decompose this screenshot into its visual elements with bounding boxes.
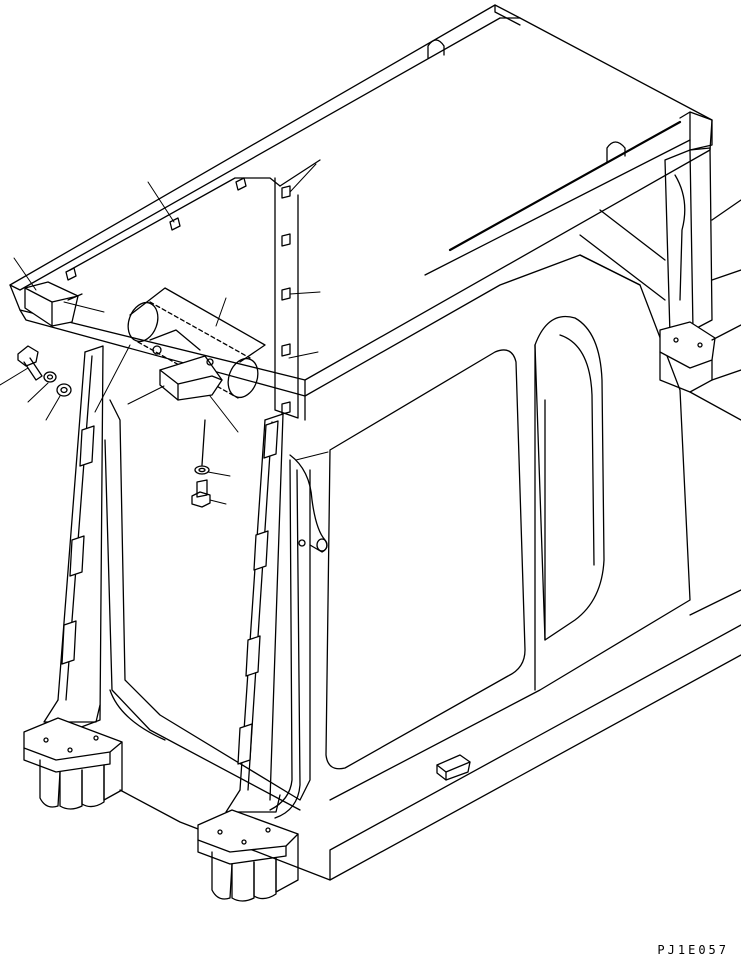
rear-pillar	[579, 147, 741, 421]
roof-assembly	[9, 4, 713, 397]
lift-hook-rear	[427, 39, 445, 59]
duct-body	[129, 287, 266, 363]
corner-block	[689, 111, 713, 151]
rear-panel	[274, 177, 299, 419]
front-left-pillar	[23, 345, 123, 810]
roof-stiffener	[448, 120, 682, 252]
drawing-code-label: PJ1E057	[657, 943, 729, 957]
bolt-shank	[23, 357, 43, 381]
duct-bolt-hole	[152, 345, 162, 355]
rear-panel-strip	[274, 177, 299, 419]
cab-side-outline	[304, 254, 691, 801]
lift-hook-front	[606, 141, 626, 163]
door-panel	[534, 316, 605, 641]
roof-rear-lip	[9, 17, 501, 291]
roof-seam	[69, 177, 281, 271]
front-right-post	[264, 413, 284, 801]
plain-washer	[56, 383, 72, 397]
front-left-damper-1	[39, 759, 61, 808]
roof-clip-3	[65, 267, 77, 281]
roof-outline	[9, 4, 713, 381]
duct-bracket	[159, 355, 223, 401]
washer-lower	[194, 465, 210, 475]
floor-edge	[119, 654, 741, 881]
wire-harness	[289, 454, 328, 553]
front-right-pillar	[197, 413, 299, 902]
bolt-lower-head	[191, 491, 211, 508]
hardware	[17, 345, 211, 508]
front-frame	[109, 399, 311, 801]
side-window	[325, 349, 526, 770]
rear-pillar-mount	[659, 321, 716, 369]
roof-clip-2	[235, 177, 247, 191]
roof-clip-1	[169, 217, 181, 231]
duct-assembly	[127, 287, 266, 401]
front-right-mount-plate	[197, 809, 299, 853]
step-plate	[436, 754, 471, 781]
cab-body	[104, 254, 741, 881]
front-right-damper-1	[211, 851, 233, 900]
leader-lines	[0, 163, 329, 505]
lock-washer	[43, 371, 57, 383]
duct-opening-left	[127, 301, 159, 343]
bolt-lower-shank	[196, 479, 208, 498]
front-left-mount-plate	[23, 717, 123, 761]
rear-pillar-post	[664, 149, 694, 336]
bolt-head	[17, 345, 39, 367]
